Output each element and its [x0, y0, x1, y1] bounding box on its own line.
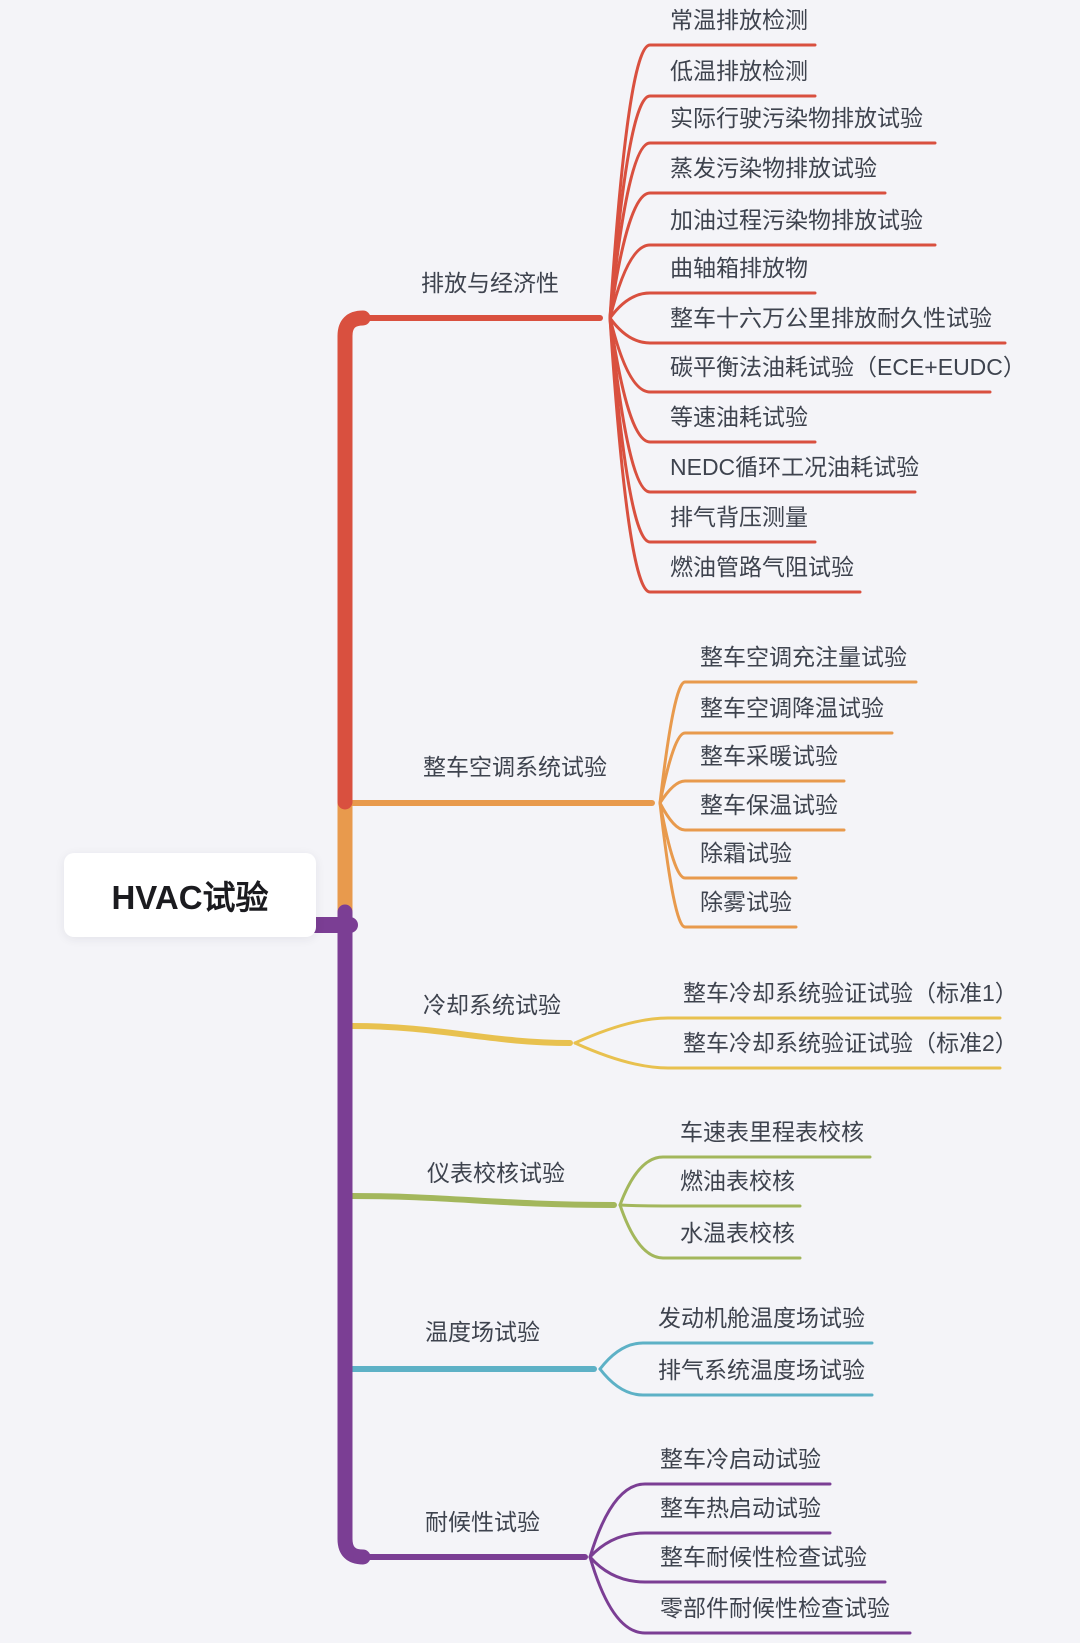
leaf-node[interactable]: 整车空调充注量试验	[700, 644, 907, 670]
leaf-node[interactable]: 整车冷却系统验证试验（标准2）	[683, 1030, 1018, 1056]
branch-weather-lines	[304, 904, 912, 1635]
leaf-node[interactable]: 整车热启动试验	[660, 1495, 821, 1521]
leaf-node[interactable]: NEDC循环工况油耗试验	[670, 454, 920, 480]
leaf-node[interactable]: 曲轴箱排放物	[670, 255, 808, 281]
leaf-node[interactable]: 整车十六万公里排放耐久性试验	[670, 305, 992, 331]
leaf-node[interactable]: 整车耐候性检查试验	[660, 1544, 867, 1570]
leaf-node[interactable]: 零部件耐候性检查试验	[660, 1595, 890, 1621]
leaf-node[interactable]: 蒸发污染物排放试验	[670, 155, 877, 181]
leaf-node[interactable]: 水温表校核	[680, 1220, 795, 1246]
leaf-node[interactable]: 低温排放检测	[670, 58, 808, 84]
leaf-node[interactable]: 加油过程污染物排放试验	[670, 207, 923, 233]
leaf-node[interactable]: 碳平衡法油耗试验（ECE+EUDC）	[670, 354, 1026, 380]
leaf-node[interactable]: 除霜试验	[700, 840, 792, 866]
leaf-node[interactable]: 整车空调降温试验	[700, 695, 884, 721]
leaf-node[interactable]: 整车冷却系统验证试验（标准1）	[683, 980, 1018, 1006]
leaf-node[interactable]: 实际行驶污染物排放试验	[670, 105, 923, 131]
branch-cooling-system-label[interactable]: 冷却系统试验	[423, 992, 561, 1018]
leaf-node[interactable]: 等速油耗试验	[670, 404, 808, 430]
root-node[interactable]: HVAC试验	[64, 853, 316, 937]
leaf-node[interactable]: 车速表里程表校核	[680, 1119, 864, 1145]
branch-instrument-lines	[349, 1155, 872, 1260]
leaf-node[interactable]: 排气背压测量	[670, 504, 808, 530]
leaf-node[interactable]: 整车采暖试验	[700, 743, 838, 769]
branch-hvac-ac-lines	[337, 680, 918, 929]
branch-weather-resistance-label[interactable]: 耐候性试验	[425, 1509, 540, 1535]
leaf-node[interactable]: 排气系统温度场试验	[658, 1357, 865, 1383]
leaf-node[interactable]: 燃油管路气阻试验	[670, 554, 854, 580]
root-node-label: HVAC试验	[111, 879, 269, 916]
branch-hvac-ac-system-label[interactable]: 整车空调系统试验	[423, 754, 607, 780]
leaf-node[interactable]: 常温排放检测	[670, 7, 808, 33]
branch-emissions-lines	[337, 43, 1007, 810]
leaf-node[interactable]: 整车冷启动试验	[660, 1446, 821, 1472]
leaf-node[interactable]: 燃油表校核	[680, 1168, 795, 1194]
leaf-node[interactable]: 整车保温试验	[700, 792, 838, 818]
branch-temperature-lines	[349, 1341, 874, 1397]
branch-cooling-lines	[349, 1016, 1002, 1070]
branch-temperature-field-label[interactable]: 温度场试验	[425, 1319, 540, 1345]
leaf-node[interactable]: 发动机舱温度场试验	[658, 1305, 865, 1331]
branch-instrument-calibration-label[interactable]: 仪表校核试验	[427, 1160, 565, 1186]
leaf-node[interactable]: 除雾试验	[700, 889, 792, 915]
branch-emissions-economy-label[interactable]: 排放与经济性	[421, 270, 559, 296]
